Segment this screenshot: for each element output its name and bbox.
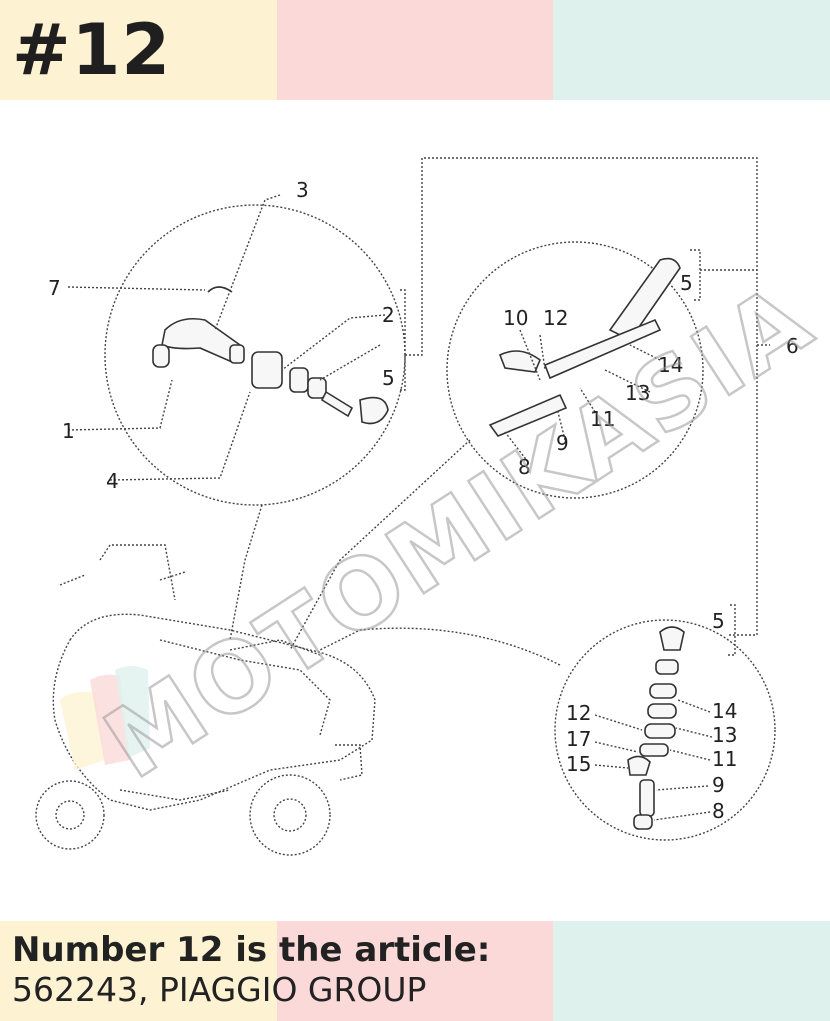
top-color-band xyxy=(0,0,830,100)
callout-6: 6 xyxy=(786,334,799,358)
article-caption: Number 12 is the article: 562243, PIAGGI… xyxy=(12,930,490,1010)
callout-9-top: 9 xyxy=(556,431,569,455)
callout-12-bottom: 12 xyxy=(566,701,591,725)
callout-11-bottom: 11 xyxy=(712,747,737,771)
callout-7: 7 xyxy=(48,276,61,300)
callout-8-top: 8 xyxy=(518,455,531,479)
callout-9-bottom: 9 xyxy=(712,773,725,797)
detail-circle-right-bottom xyxy=(554,619,776,841)
scooter-outline xyxy=(35,544,376,856)
parts-diagram: 3 7 2 1 5 4 5 10 12 14 13 11 9 8 6 5 12 … xyxy=(35,157,830,856)
callout-13-top: 13 xyxy=(625,381,650,405)
callout-11-top: 11 xyxy=(590,407,615,431)
callout-4: 4 xyxy=(106,469,119,493)
callout-3: 3 xyxy=(296,178,309,202)
page-heading: #12 xyxy=(12,9,172,91)
bottom-color-band xyxy=(0,921,830,1021)
callout-17: 17 xyxy=(566,727,591,751)
callout-14-top: 14 xyxy=(658,353,683,377)
callout-1: 1 xyxy=(62,419,75,443)
detail-circle-right-top xyxy=(446,241,704,499)
callout-8-bottom: 8 xyxy=(712,799,725,823)
callout-15: 15 xyxy=(566,752,591,776)
callout-14-bottom: 14 xyxy=(712,699,737,723)
caption-title: Number 12 is the article: xyxy=(12,930,491,970)
callout-5-right-bottom: 5 xyxy=(712,609,725,633)
callout-10: 10 xyxy=(503,306,528,330)
caption-article-number: 562243, PIAGGIO GROUP xyxy=(12,970,427,1009)
callout-2: 2 xyxy=(382,303,395,327)
callout-12-top: 12 xyxy=(543,306,568,330)
callout-5-left: 5 xyxy=(382,366,395,390)
callout-5-right-top: 5 xyxy=(680,271,693,295)
callout-13-bottom: 13 xyxy=(712,723,737,747)
